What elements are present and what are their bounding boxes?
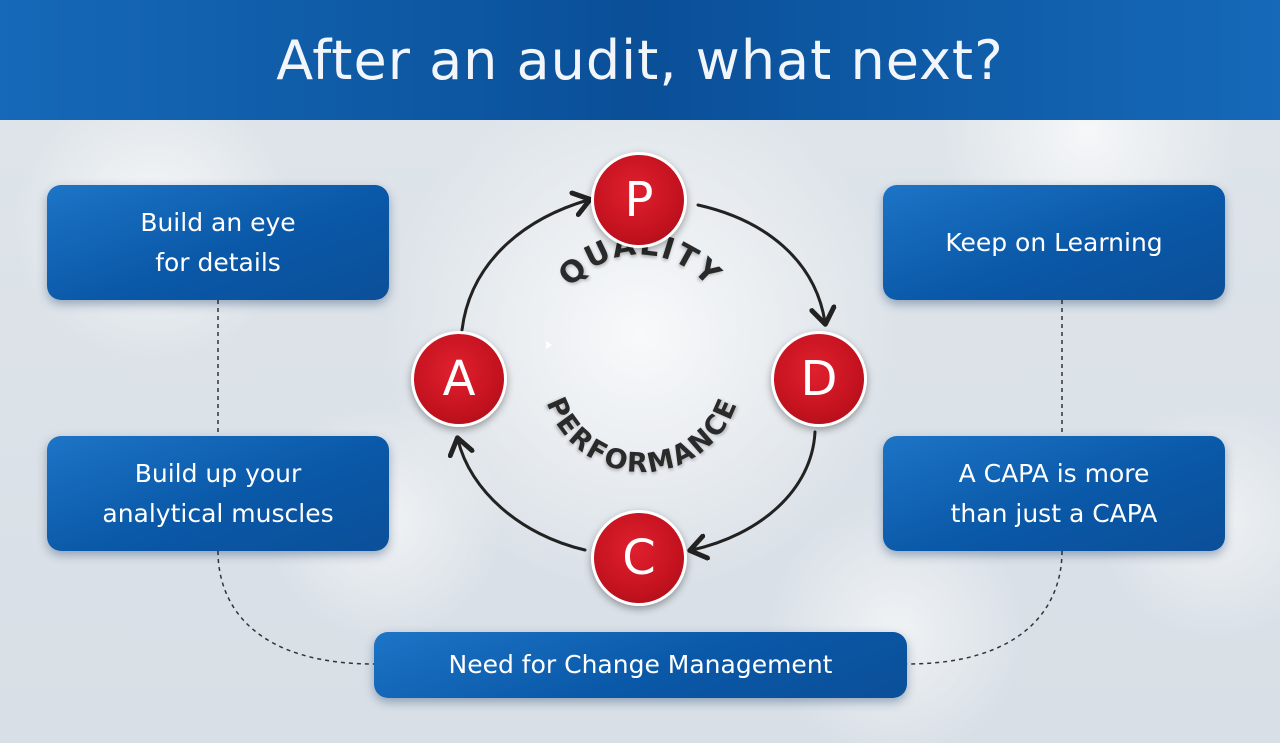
node-letter-d: D bbox=[800, 351, 838, 407]
box-learn-line-1: Keep on Learning bbox=[945, 227, 1163, 257]
box-eye-line-2: for details bbox=[155, 247, 281, 277]
box-analytical-muscles: Build up your analytical muscles bbox=[47, 436, 389, 551]
box-capa-line-1: A CAPA is more bbox=[958, 458, 1150, 488]
center-label-bottom: PERFORMANCE bbox=[540, 393, 744, 480]
connector-capa-change bbox=[906, 550, 1063, 665]
cycle-node-act: A bbox=[411, 331, 507, 427]
box-keep-learning: Keep on Learning bbox=[883, 185, 1225, 300]
cycle-node-do: D bbox=[771, 331, 867, 427]
cycle-node-check: C bbox=[591, 510, 687, 606]
node-letter-p: P bbox=[624, 172, 654, 228]
box-change-line-1: Need for Change Management bbox=[448, 650, 833, 679]
box-eye-for-details: Build an eye for details bbox=[47, 185, 389, 300]
node-letter-a: A bbox=[442, 351, 476, 407]
arrow-a-to-p bbox=[460, 200, 588, 332]
arrow-p-to-d bbox=[696, 203, 825, 322]
dashed-connectors bbox=[217, 300, 1063, 665]
arrow-c-to-a bbox=[458, 440, 587, 552]
box-capa: A CAPA is more than just a CAPA bbox=[883, 436, 1225, 551]
center-small-triangle-icon bbox=[546, 341, 552, 349]
header-bar: After an audit, what next? bbox=[0, 0, 1280, 120]
page-title: After an audit, what next? bbox=[276, 28, 1004, 92]
box-change-management: Need for Change Management bbox=[374, 632, 907, 698]
box-eye-line-1: Build an eye bbox=[140, 207, 296, 237]
arrow-d-to-c bbox=[692, 430, 817, 550]
box-muscle-line-2: analytical muscles bbox=[102, 498, 334, 528]
box-capa-line-2: than just a CAPA bbox=[950, 498, 1158, 528]
connector-muscle-change bbox=[217, 550, 375, 665]
box-muscle-line-1: Build up your bbox=[134, 458, 302, 488]
cycle-arrows bbox=[458, 200, 825, 550]
cycle-node-plan: P bbox=[591, 152, 687, 248]
node-letter-c: C bbox=[622, 530, 656, 586]
